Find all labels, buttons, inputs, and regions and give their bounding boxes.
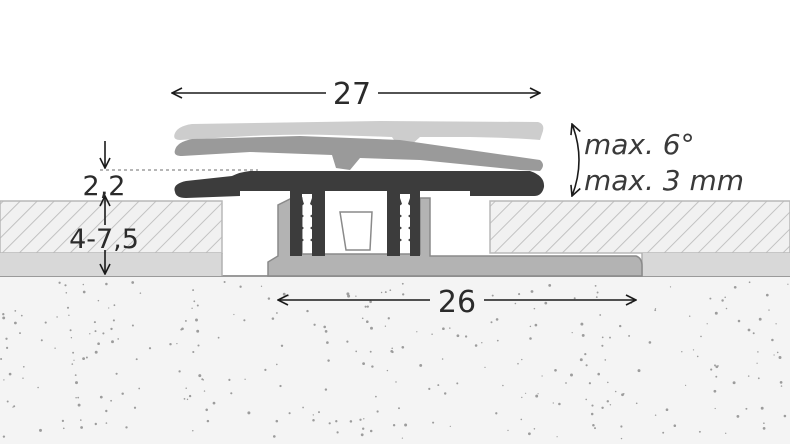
height-small-label: 2,2: [83, 171, 126, 202]
tilt-range-arrow: [572, 124, 579, 196]
height-dimensions: 2,2 4-7,5: [69, 141, 139, 274]
left-floor-covering: [0, 200, 223, 276]
subfloor: [0, 275, 790, 444]
top-profile: [174, 171, 545, 256]
dimension-26-label: 26: [438, 285, 476, 320]
max-offset-label: max. 3 mm: [584, 164, 744, 197]
dimension-27: 27: [172, 74, 540, 112]
right-floor-covering: [489, 200, 790, 276]
base-profile: [267, 197, 643, 277]
dimension-27-label: 27: [333, 77, 371, 112]
dimension-26: 26: [278, 283, 636, 320]
max-angle-label: max. 6°: [584, 128, 695, 161]
height-range-label: 4-7,5: [69, 224, 139, 255]
top-profile-tilted-light: [174, 121, 544, 146]
top-profile-tilted-mid: [174, 136, 544, 171]
